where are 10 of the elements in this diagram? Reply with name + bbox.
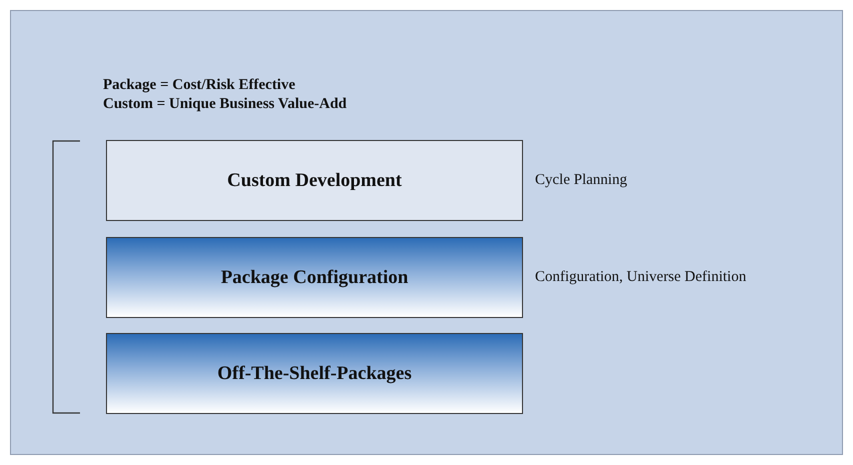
layer-box: [106, 333, 523, 414]
layer-box: [106, 237, 523, 318]
layer-title: Package Configuration: [220, 266, 408, 288]
heading-note: Custom = Unique Business Value-Add: [103, 96, 347, 113]
heading-note: Package = Cost/Risk Effective: [103, 77, 296, 94]
layer-note: Cycle Planning: [535, 171, 628, 190]
layer-note: Configuration, Universe Definition: [535, 268, 748, 287]
layer-box: [106, 140, 523, 221]
layer-title: Off-The-Shelf-Packages: [217, 362, 412, 384]
layer-title: Custom Development: [227, 170, 402, 192]
